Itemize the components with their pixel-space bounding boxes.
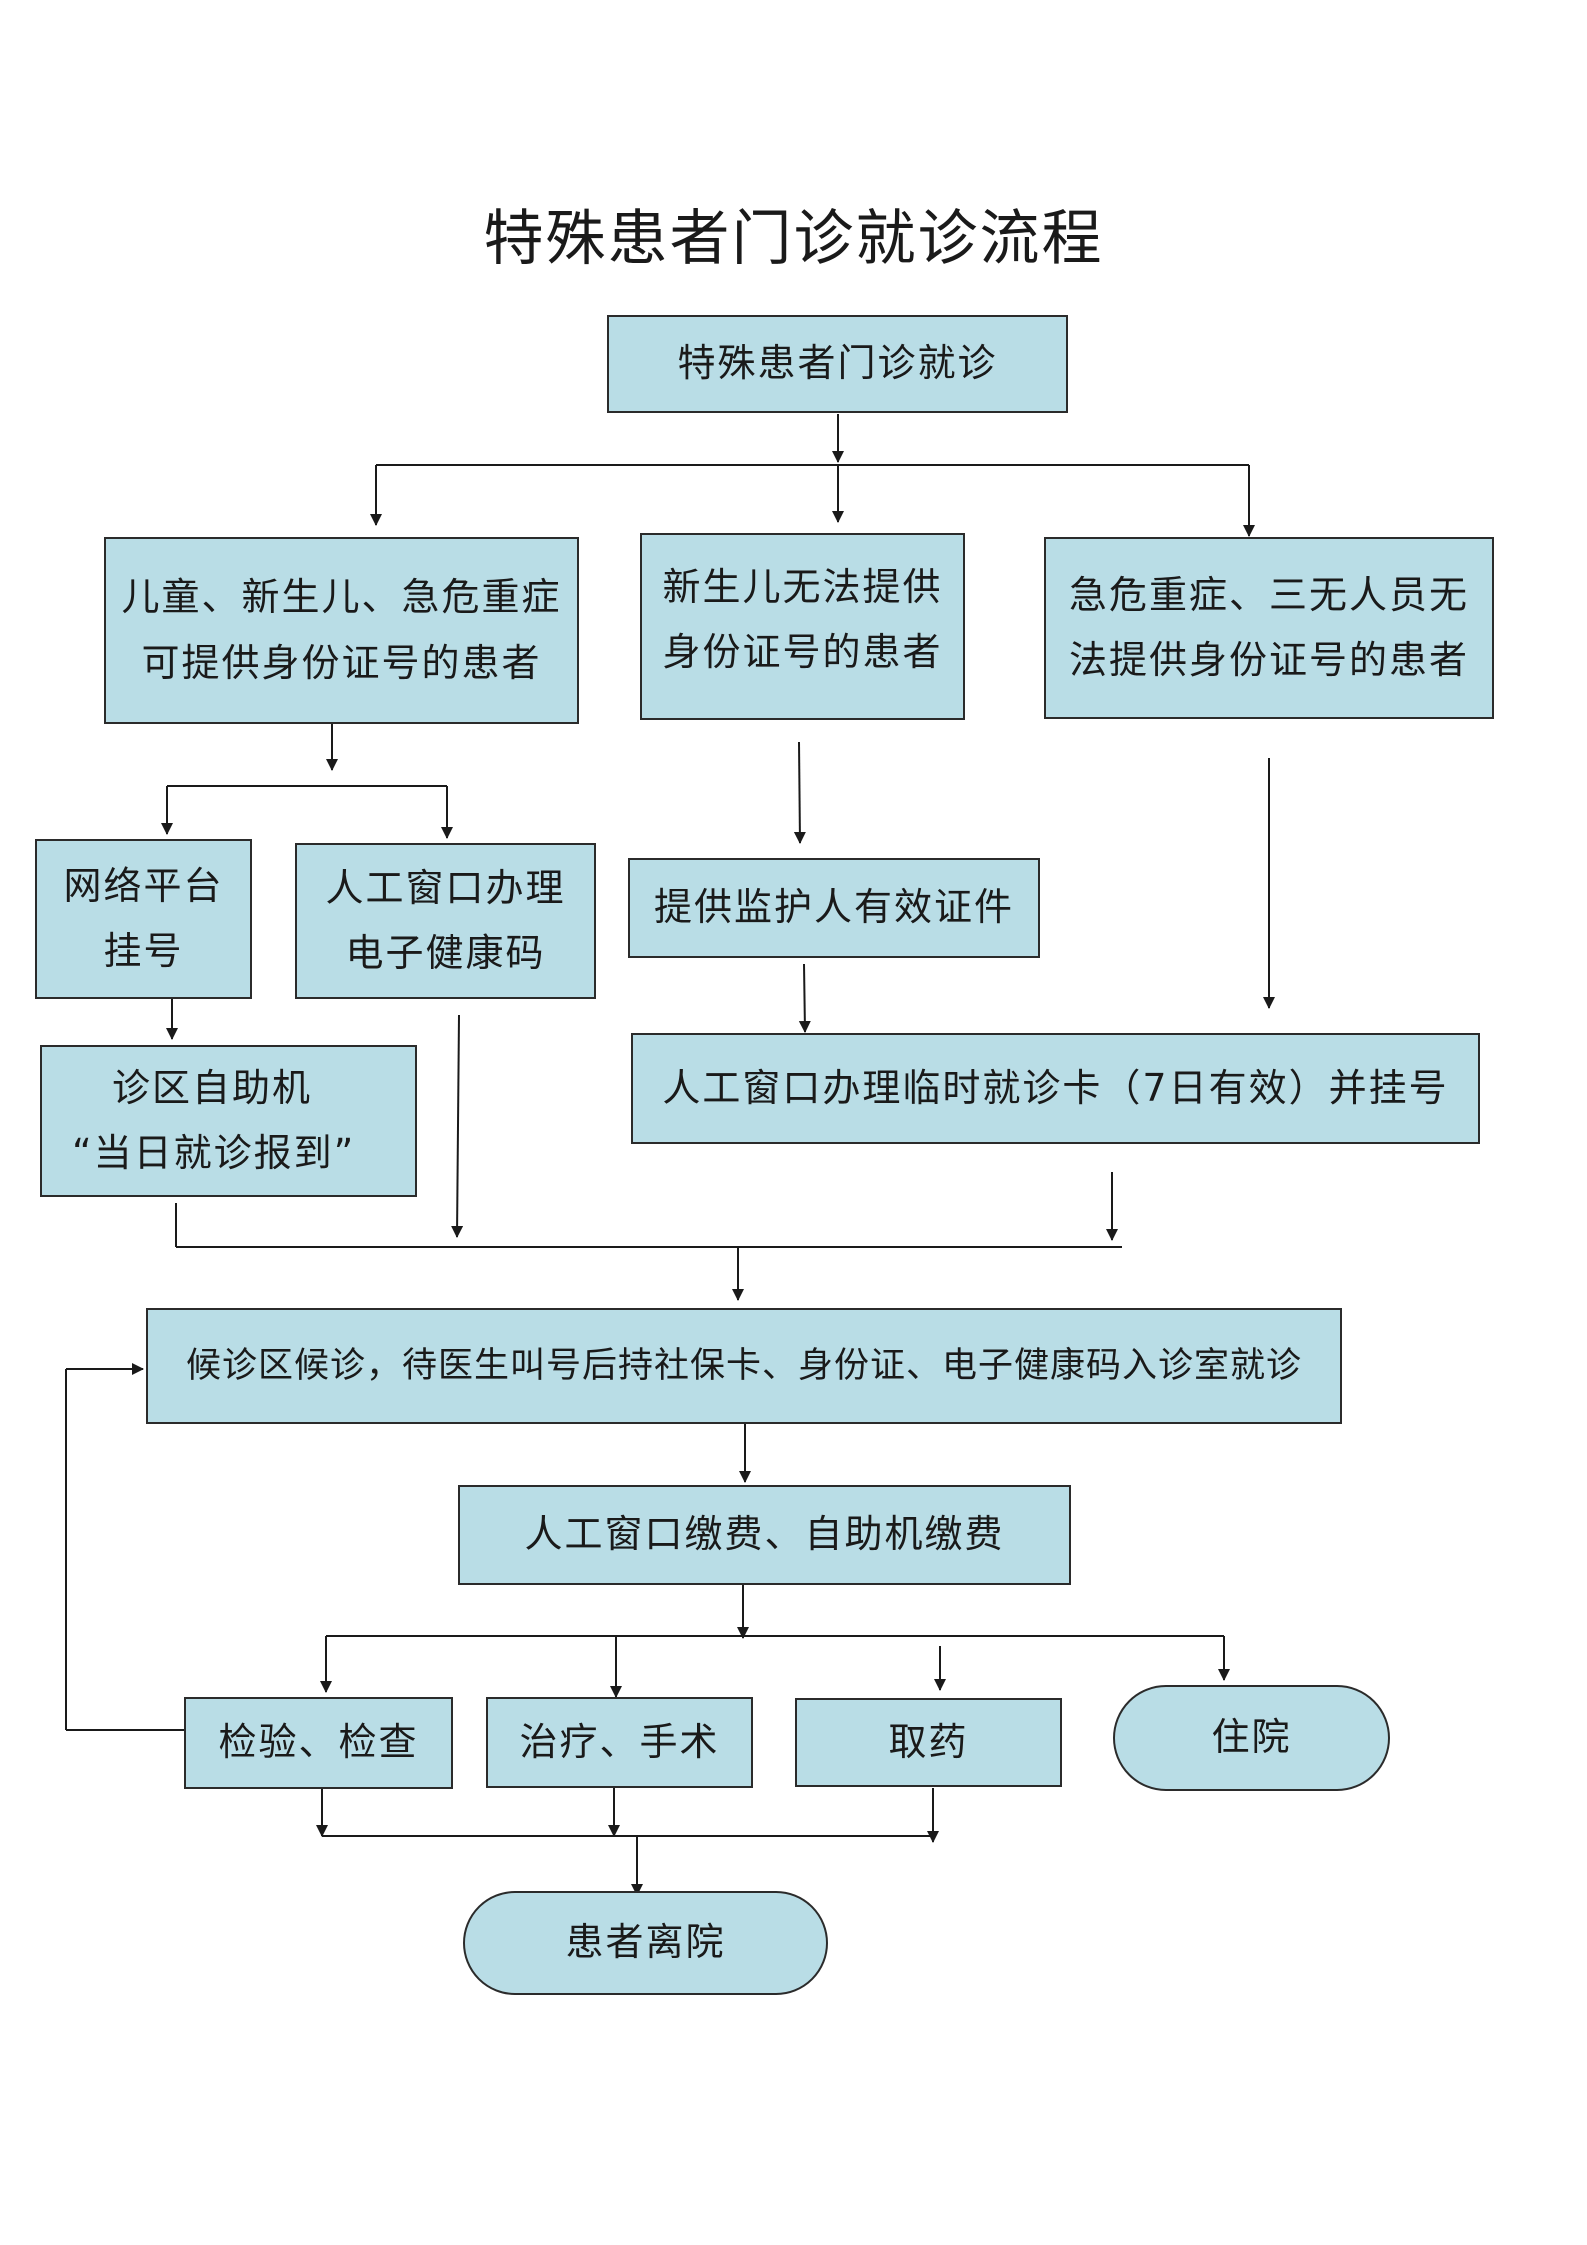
manual-health-code-box: 人工窗口办理 电子健康码: [295, 843, 596, 999]
treatment-box: 治疗、手术: [486, 1697, 753, 1788]
guardian-id-label: 提供监护人有效证件: [653, 885, 1014, 930]
self-service-checkin-line2: “当日就诊报到”: [72, 1131, 356, 1175]
self-service-checkin-line1: 诊区自助机: [112, 1065, 313, 1110]
self-service-checkin-box: 诊区自助机 “当日就诊报到”: [40, 1045, 417, 1197]
start-label: 特殊患者门诊就诊: [677, 341, 998, 386]
start-box: 特殊患者门诊就诊: [607, 315, 1068, 413]
newborn-no-id-line2: 身份证号的患者: [662, 630, 943, 675]
pharmacy-box: 取药: [795, 1698, 1062, 1787]
online-registration-line1: 网络平台: [63, 863, 224, 908]
connector: [793, 741, 806, 844]
pharmacy-label: 取药: [888, 1719, 969, 1764]
manual-health-code-line1: 人工窗口办理: [325, 865, 566, 910]
inpatient-label: 住院: [1211, 1715, 1292, 1760]
discharge-label: 患者离院: [565, 1920, 726, 1965]
critical-no-id-line2: 法提供身份证号的患者: [1068, 638, 1469, 682]
tests-box: 检验、检查: [184, 1697, 453, 1789]
critical-no-id-box: 急危重症、三无人员无 法提供身份证号的患者: [1044, 537, 1494, 719]
tests-label: 检验、检查: [218, 1720, 419, 1765]
temp-card-box: 人工窗口办理临时就诊卡（7日有效）并挂号: [631, 1033, 1480, 1144]
payment-label: 人工窗口缴费、自助机缴费: [524, 1512, 1005, 1557]
critical-no-id-line1: 急危重症、三无人员无: [1068, 572, 1469, 617]
manual-health-code-line2: 电子健康码: [345, 931, 546, 975]
payment-box: 人工窗口缴费、自助机缴费: [458, 1485, 1071, 1585]
children-with-id-box: 儿童、新生儿、急危重症 可提供身份证号的患者: [104, 537, 579, 724]
discharge-box: 患者离院: [463, 1891, 828, 1995]
newborn-no-id-line1: 新生儿无法提供: [662, 565, 943, 609]
waiting-area-box: 候诊区候诊，待医生叫号后持社保卡、身份证、电子健康码入诊室就诊: [146, 1308, 1342, 1424]
newborn-no-id-box: 新生儿无法提供 身份证号的患者: [640, 533, 965, 720]
page-title: 特殊患者门诊就诊流程: [483, 204, 1104, 274]
children-with-id-line1: 儿童、新生儿、急危重症: [121, 575, 562, 620]
connector: [451, 1014, 464, 1238]
inpatient-box: 住院: [1113, 1685, 1390, 1791]
waiting-area-label: 候诊区候诊，待医生叫号后持社保卡、身份证、电子健康码入诊室就诊: [185, 1345, 1302, 1386]
children-with-id-line2: 可提供身份证号的患者: [141, 640, 542, 685]
guardian-id-box: 提供监护人有效证件: [628, 858, 1040, 958]
treatment-label: 治疗、手术: [519, 1719, 720, 1764]
temp-card-label: 人工窗口办理临时就诊卡（7日有效）并挂号: [662, 1065, 1449, 1110]
connector: [798, 963, 811, 1033]
online-registration-box: 网络平台 挂号: [35, 839, 252, 999]
online-registration-line2: 挂号: [103, 929, 184, 973]
